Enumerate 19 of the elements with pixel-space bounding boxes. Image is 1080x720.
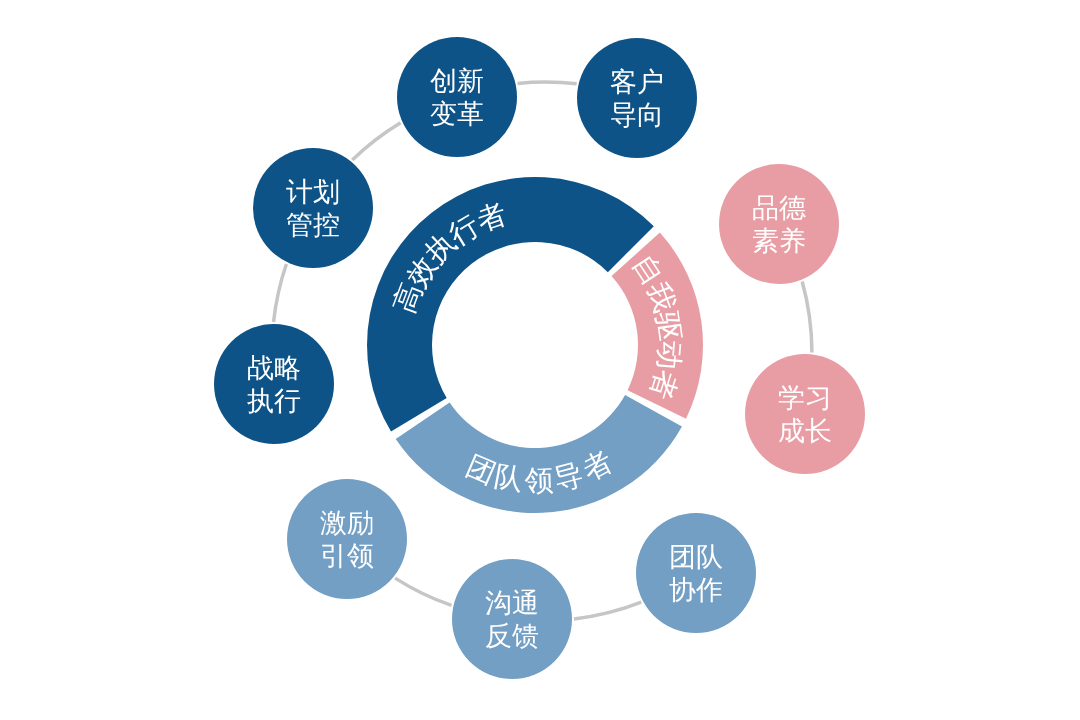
circle-label: 激励引领	[319, 506, 375, 572]
connector-line	[573, 600, 642, 621]
circle-label: 计划管控	[285, 175, 341, 241]
circle-label: 学习成长	[777, 381, 833, 447]
circle-label: 客户导向	[609, 65, 665, 131]
connector-line	[394, 576, 453, 608]
circle-label: 品德素养	[751, 191, 807, 257]
circle-label: 创新变革	[429, 64, 485, 130]
circle-label: 沟通反馈	[484, 586, 540, 652]
ring-segment-label: 高效执行者	[387, 195, 512, 318]
circle-label: 团队协作	[668, 540, 724, 606]
connector-line	[351, 121, 402, 162]
connector-line	[800, 281, 814, 353]
connector-line	[271, 263, 289, 323]
ring-segment-label: 团队领导者	[460, 443, 619, 498]
ring-segment-label: 自我驱动者	[625, 248, 689, 405]
circle-label: 战略执行	[246, 351, 302, 417]
ring-segment	[611, 232, 703, 419]
connector-line	[517, 80, 577, 86]
